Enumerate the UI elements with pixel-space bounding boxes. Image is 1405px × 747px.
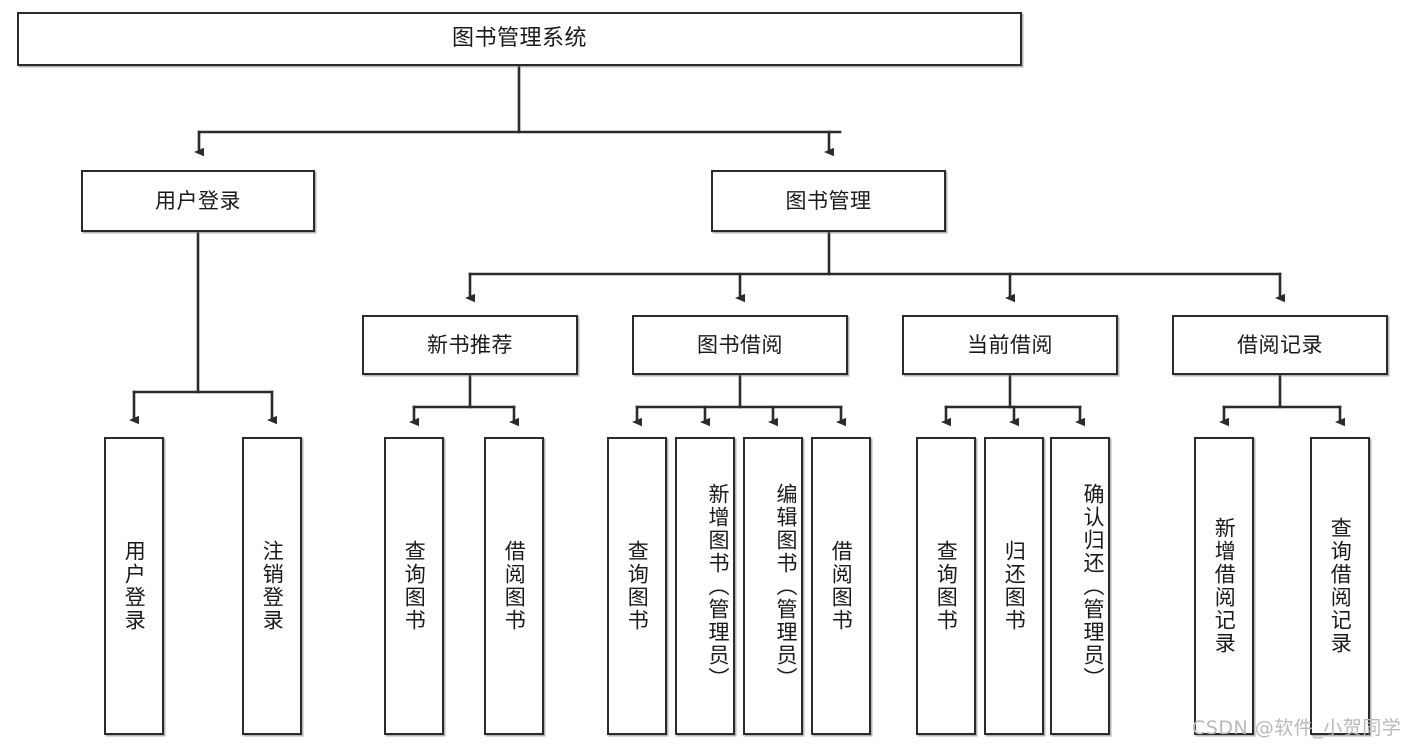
leaf-book-borrow-edit-admin[interactable]: 编辑图书（管理员） [743, 437, 803, 735]
node-label: 编辑图书（管理员） [774, 482, 798, 690]
leaf-book-borrow-borrow[interactable]: 借阅图书 [811, 437, 871, 735]
node-label: 图书管理系统 [451, 26, 587, 52]
node-label: 图书借阅 [697, 332, 783, 357]
node-book-borrow[interactable]: 图书借阅 [632, 315, 848, 375]
node-new-book-recommend[interactable]: 新书推荐 [362, 315, 578, 375]
leaf-borrow-record-add[interactable]: 新增借阅记录 [1194, 437, 1254, 735]
node-label: 查询借阅记录 [1328, 517, 1353, 655]
node-label: 借阅图书 [502, 540, 527, 632]
leaf-book-borrow-add-admin[interactable]: 新增图书（管理员） [675, 437, 735, 735]
node-label: 新增图书（管理员） [706, 482, 730, 690]
node-label: 查询图书 [625, 540, 650, 632]
watermark: CSDN @软件_小贺同学 [1192, 717, 1402, 739]
leaf-new-book-borrow[interactable]: 借阅图书 [484, 437, 544, 735]
node-user-login[interactable]: 用户登录 [81, 170, 315, 232]
node-label: 图书管理 [785, 188, 872, 213]
leaf-user-login-signin[interactable]: 用户登录 [104, 437, 164, 735]
leaf-new-book-query[interactable]: 查询图书 [384, 437, 444, 735]
node-label: 注销登录 [260, 540, 285, 632]
node-label: 用户登录 [155, 188, 241, 213]
node-label: 归还图书 [1002, 540, 1027, 632]
leaf-current-borrow-return[interactable]: 归还图书 [984, 437, 1044, 735]
leaf-book-borrow-query[interactable]: 查询图书 [607, 437, 667, 735]
node-label: 用户登录 [122, 540, 147, 632]
node-label: 查询图书 [934, 540, 959, 632]
node-label: 确认归还（管理员） [1081, 482, 1105, 690]
node-root-book-management-system[interactable]: 图书管理系统 [17, 12, 1022, 66]
leaf-user-login-signout[interactable]: 注销登录 [242, 437, 302, 735]
node-borrow-record[interactable]: 借阅记录 [1172, 315, 1388, 375]
leaf-current-borrow-confirm-return-admin[interactable]: 确认归还（管理员） [1050, 437, 1110, 735]
node-label: 借阅记录 [1237, 332, 1323, 357]
node-label: 借阅图书 [829, 540, 854, 632]
node-label: 当前借阅 [967, 332, 1053, 357]
node-current-borrow[interactable]: 当前借阅 [902, 315, 1118, 375]
node-book-management[interactable]: 图书管理 [711, 170, 946, 232]
leaf-current-borrow-query[interactable]: 查询图书 [916, 437, 976, 735]
node-label: 新书推荐 [427, 332, 513, 357]
leaf-borrow-record-query[interactable]: 查询借阅记录 [1310, 437, 1370, 735]
node-label: 新增借阅记录 [1212, 517, 1237, 655]
node-label: 查询图书 [402, 540, 427, 632]
